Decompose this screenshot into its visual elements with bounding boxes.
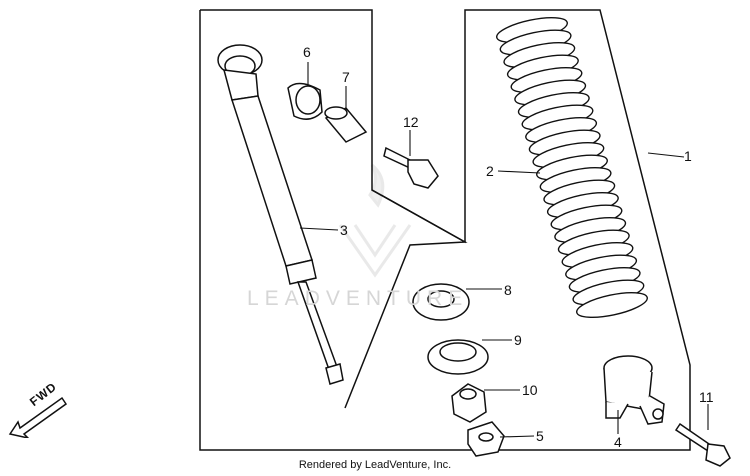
assembly-outline bbox=[199, 9, 691, 451]
collar-part bbox=[287, 82, 323, 120]
bracket-part bbox=[603, 355, 665, 425]
callout-5: 5 bbox=[536, 428, 544, 444]
callout-7: 7 bbox=[342, 69, 350, 85]
callout-12: 12 bbox=[403, 114, 419, 130]
callout-1: 1 bbox=[684, 148, 692, 164]
callout-11: 11 bbox=[699, 389, 714, 405]
watermark-text: LEADVENTURE bbox=[247, 287, 469, 310]
footer-credit: Rendered by LeadVenture, Inc. bbox=[298, 459, 452, 471]
spring-part bbox=[496, 16, 648, 319]
spring-seat-part bbox=[427, 339, 489, 375]
inner-outline bbox=[344, 189, 468, 409]
leader-lines bbox=[299, 62, 709, 438]
callout-4: 4 bbox=[614, 434, 622, 450]
callout-10: 10 bbox=[522, 382, 538, 398]
spacer-part bbox=[324, 106, 368, 143]
cushion-part bbox=[467, 421, 505, 457]
callout-3: 3 bbox=[340, 222, 348, 238]
nut-part bbox=[451, 383, 487, 423]
callout-6: 6 bbox=[303, 44, 311, 60]
bolt-part bbox=[383, 146, 439, 189]
fwd-arrow-icon bbox=[8, 396, 68, 438]
callout-9: 9 bbox=[514, 332, 522, 348]
spring-coil bbox=[576, 291, 648, 319]
watermark-logo-icon bbox=[338, 163, 412, 278]
shock-absorber-part bbox=[217, 44, 344, 385]
callout-2: 2 bbox=[486, 163, 494, 179]
long-bolt-part bbox=[674, 422, 731, 467]
washer-part bbox=[412, 283, 470, 321]
callout-8: 8 bbox=[504, 282, 512, 298]
